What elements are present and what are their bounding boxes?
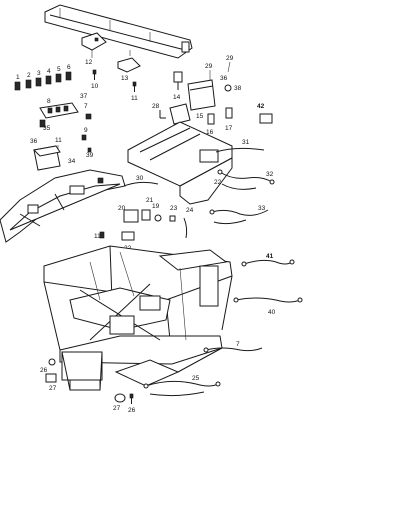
main-frame [43, 245, 233, 391]
callout-40: 40 [268, 309, 276, 316]
callout-10: 10 [91, 83, 99, 90]
callout-11b: 11 [131, 95, 138, 102]
callout-28: 28 [152, 103, 160, 110]
callout-30: 30 [136, 175, 144, 182]
callout-29b: 29 [226, 55, 234, 62]
callout-3: 3 [37, 70, 41, 77]
battery-tray: 22 [127, 121, 233, 205]
callout-7: 7 [84, 103, 88, 110]
callout-13: 13 [121, 75, 129, 82]
callout-31: 31 [242, 139, 250, 146]
callout-4: 4 [47, 68, 51, 75]
callout-12: 12 [85, 59, 93, 66]
callout-2: 2 [27, 72, 31, 79]
harness-33: 33 [209, 205, 269, 225]
callout-9: 9 [84, 127, 88, 134]
part-10-screw: 10 [91, 69, 99, 90]
callout-1: 1 [16, 74, 20, 81]
callout-37: 37 [80, 93, 88, 100]
part-36-cup-holder: 36 11 39 [30, 137, 94, 171]
harness-31: 31 [215, 139, 265, 153]
part-11-screw: 11 [131, 81, 138, 102]
callout-7b: 7 [236, 341, 240, 348]
harness-25: 25 [143, 375, 221, 397]
callout-16: 16 [206, 129, 214, 136]
part-34-dashboard: 34 [0, 158, 126, 243]
parts-19-24-cluster: 20 21 19 23 24 22 11 [94, 197, 194, 252]
callout-39: 39 [86, 152, 94, 159]
part-8-connector-block: 8 37 7 35 9 [39, 93, 92, 141]
callout-11: 11 [55, 137, 62, 144]
part-42-connector: 42 [257, 103, 273, 124]
callout-14: 14 [173, 94, 181, 101]
callout-8: 8 [47, 98, 51, 105]
parts-26-27-left: 26 27 [40, 358, 57, 392]
callout-6: 6 [67, 64, 71, 71]
callout-22: 22 [214, 179, 222, 186]
parts-26-27-center: 27 26 [113, 393, 136, 414]
harness-40: 40 [233, 297, 303, 316]
callout-23: 23 [170, 205, 178, 212]
part-14-sensor: 14 [173, 71, 183, 101]
part-16-17-connectors: 16 17 [206, 107, 233, 136]
harness-7-lower: 7 [203, 341, 263, 353]
callout-32: 32 [266, 171, 274, 178]
callout-42: 42 [257, 103, 265, 110]
callout-19: 19 [152, 203, 160, 210]
callout-24: 24 [186, 207, 194, 214]
part-12-bracket: 12 [81, 32, 107, 66]
callout-25: 25 [192, 375, 200, 382]
callout-26b: 26 [128, 407, 136, 414]
part-13-relay-block: 13 [117, 50, 141, 82]
part-15-control-box: 15 29 29 36 38 [187, 55, 242, 120]
callout-41: 41 [266, 253, 274, 260]
harness-30: 30 [123, 175, 159, 187]
callout-11c: 11 [94, 233, 101, 240]
callout-15: 15 [196, 113, 204, 120]
callout-17: 17 [225, 125, 233, 132]
callout-35: 35 [43, 125, 51, 132]
callout-5: 5 [57, 66, 61, 73]
callout-33: 33 [258, 205, 266, 212]
harness-41: 41 [241, 253, 295, 267]
callout-38: 38 [234, 85, 242, 92]
harness-32: 32 [217, 169, 275, 190]
callout-26: 26 [40, 367, 48, 374]
callout-27b: 27 [113, 405, 121, 412]
callout-27: 27 [49, 385, 57, 392]
fuse-row: 1 2 3 4 5 6 [14, 64, 72, 91]
callout-21: 21 [146, 197, 154, 204]
callout-20: 20 [118, 205, 126, 212]
callout-36b: 36 [220, 75, 228, 82]
callout-29: 29 [205, 63, 213, 70]
top-rail-assembly [44, 4, 193, 59]
callout-34: 34 [68, 158, 76, 165]
callout-36: 36 [30, 138, 38, 145]
